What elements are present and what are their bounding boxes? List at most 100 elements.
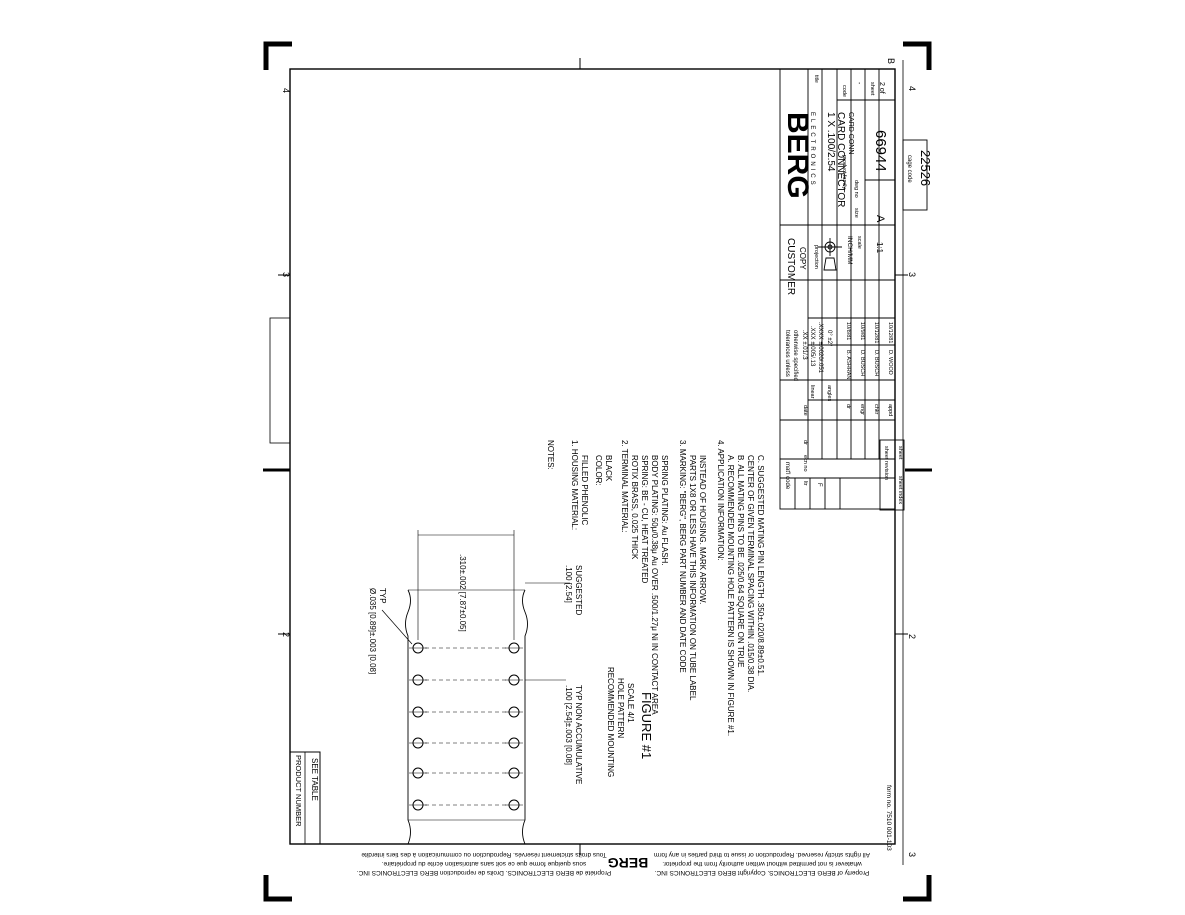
appd-date: 10/12/81 — [887, 322, 893, 343]
crop-marks — [263, 41, 932, 902]
note-line: SPRING: BE - CU, HEAT TREATED — [640, 455, 649, 584]
dr-name: B. ASHRAN — [845, 350, 851, 379]
footer-right-3: Property of BERG ELECTRONICS. Copyright … — [655, 869, 870, 876]
units-value: INCH/MM — [846, 236, 853, 265]
dr-label: dr — [845, 404, 851, 409]
code-label: code — [841, 85, 847, 97]
footer-left-2: sous quelque forme que ce soit sans auto… — [382, 860, 587, 867]
figure-title-2: HOLE PATTERN — [616, 678, 625, 738]
customer-copy-1: CUSTOMER — [785, 238, 796, 295]
note-line: 3. MARKING: "BERG", BERG PART NUMBER AND… — [678, 440, 687, 673]
size-label: size — [853, 208, 859, 218]
sheet-label: sheet — [869, 82, 875, 96]
note-line: B. ALL MATING PINS TO BE .025/0.64 SQUAR… — [736, 455, 745, 668]
footer-right-2: whatever is not permitted without writte… — [662, 860, 863, 867]
product-number-block: PRODUCT NUMBER SEE TABLE form no. 7510 0… — [269, 317, 892, 851]
dim-hole-typ: TYP — [378, 588, 387, 604]
figure-title-3: SCALE 4/1 — [626, 683, 635, 723]
title-line-2: CARD CONNECTOR — [835, 112, 846, 207]
note-line: INSTEAD OF HOUSING. MARK ARROW. — [698, 455, 707, 604]
tolerance-line-5: .XXXX ±.0020/.051 — [817, 322, 823, 374]
sheet-revision-label: sheet revision — [883, 446, 889, 480]
zone-label: 2 — [281, 632, 291, 637]
revision-ecn-label: ecn no — [802, 455, 808, 472]
notes-block: NOTES: 1. HOUSING MATERIAL:FILLED PHENOL… — [546, 440, 765, 736]
figure-title-1: RECOMMENDED MOUNTING — [606, 667, 615, 777]
zone-label: 4 — [281, 88, 291, 93]
dim-hole-diameter: Ø.035 [0.89]±.003 [0.08] — [368, 588, 377, 674]
appd-name: D. WOOD — [887, 350, 893, 375]
scale-label: scale — [856, 236, 862, 249]
dr-date: 10/8/81 — [845, 322, 851, 340]
note-line: A. RECOMMENDED MOUNTING HOLE PATTERN IS … — [726, 455, 735, 736]
engr-date: 10/9/81 — [859, 322, 865, 340]
material-code-label: mat'l code — [784, 462, 790, 490]
note-line: BLACK — [604, 455, 613, 482]
form-number: form no. 7510 001-103 — [885, 785, 892, 851]
product-number-label: PRODUCT NUMBER — [294, 755, 303, 827]
footer-berg-logo: BERG — [608, 855, 649, 871]
code-value: - — [855, 82, 862, 85]
footer-right-1: All rights strictly reserved. Reproducti… — [654, 851, 870, 858]
revision-letter: F — [816, 483, 822, 487]
zone-labels: 4 3 2 B 4 3 2 3 — [281, 58, 917, 857]
dim-suggested-label: SUGGESTED — [574, 565, 583, 615]
drawing-number: 66944 — [872, 130, 889, 172]
note-line: COLOR: — [594, 455, 603, 486]
note-line: 4. APPLICATION INFORMATION: — [716, 440, 725, 561]
size-value: A — [874, 215, 886, 223]
notes-heading: NOTES: — [546, 440, 555, 470]
chkr-date: 10/12/81 — [873, 322, 879, 343]
note-line: SPRING PLATING: Au FLASH. — [660, 455, 669, 566]
product-number-value: SEE TABLE — [310, 758, 319, 801]
note-line: C. SUGGESTED MATING PIN LENGTH .350±.020… — [756, 455, 765, 676]
engr-label: engr — [859, 404, 865, 415]
sheet-index-sheet-label: sheet — [897, 446, 903, 460]
chkr-label: chkr — [873, 404, 879, 415]
zone-label: 2 — [907, 634, 917, 639]
revision-dr-label: dr — [802, 440, 808, 445]
footer: Tous droits strictement réservés. Reprod… — [357, 851, 870, 876]
dim-pitch-suggested: .100 [2.54] — [564, 565, 573, 603]
title-label: title — [813, 75, 819, 83]
tolerance-line-1: tolerances unless — [784, 330, 790, 377]
engr-name: D. BUSCH — [859, 350, 865, 376]
note-line: 2. TERMINAL MATERIAL: — [620, 440, 629, 533]
tolerance-line-3: .XX ±.01/.3 — [801, 330, 807, 360]
appd-label: appd — [887, 404, 893, 416]
title-line-1: 1 X .100/2.54 — [825, 112, 836, 172]
title-block-text: BERG ELECTRONICS title 1 X .100/2.54 CAR… — [781, 75, 933, 504]
product-family-label: product family — [841, 155, 847, 189]
cage-code-label: cage code — [906, 155, 912, 183]
tolerance-line-4: .XXX ±.005/.13 — [809, 326, 815, 367]
figure-dimensions: Ø.035 [0.89]±.003 [0.08] TYP .310±.002 [… — [368, 554, 654, 784]
note-line: PARTS 1X8 OR LESS HAVE THIS INFORMATION … — [688, 455, 697, 701]
tolerance-line-2: otherwise specified — [792, 330, 798, 381]
zone-label: 3 — [281, 272, 291, 277]
third-angle-projection-icon — [818, 238, 842, 271]
cage-code-value: 22526 — [918, 150, 933, 186]
footer-left-1: Tous droits strictement réservés. Reprod… — [361, 851, 607, 858]
dim-pitch: .100 [2.54]±.003 [0.08] — [564, 685, 573, 765]
title-block — [779, 68, 928, 511]
note-line: ROTIX BRASS, 0.025 THICK — [630, 455, 639, 560]
dwg-no-label: dwg no — [853, 180, 859, 198]
zone-label: 4 — [907, 86, 917, 91]
linear-label: linear — [809, 385, 815, 399]
berg-logo-sub: ELECTRONICS — [809, 112, 815, 188]
hole-pattern-figure — [381, 530, 570, 845]
tolerance-line-6: 0° ±2° — [826, 330, 832, 347]
scale-value: 1:1 — [875, 242, 884, 254]
note-line: BODY PLATING: 50μ/0.38μ Au OVER .500/1.2… — [650, 455, 659, 715]
note-line: CENTER OF GIVEN TERMINAL SPACING WITHIN … — [746, 455, 755, 692]
zone-label: 3 — [907, 852, 917, 857]
revision-ltr-label: ltr — [802, 481, 808, 486]
note-line: 1. HOUSING MATERIAL: — [570, 440, 579, 530]
footer-left-3: Propriété de BERG ELECTRONICS. Droits de… — [357, 869, 611, 876]
note-line: FILLED PHENOLIC — [580, 455, 589, 525]
revision-date-label: date — [802, 405, 808, 416]
dim-row-spacing: .310±.002 [7.87±0.05] — [458, 554, 467, 632]
figure-label: FIGURE #1 — [639, 692, 654, 759]
sheet-index-label: sheet index — [897, 476, 903, 504]
